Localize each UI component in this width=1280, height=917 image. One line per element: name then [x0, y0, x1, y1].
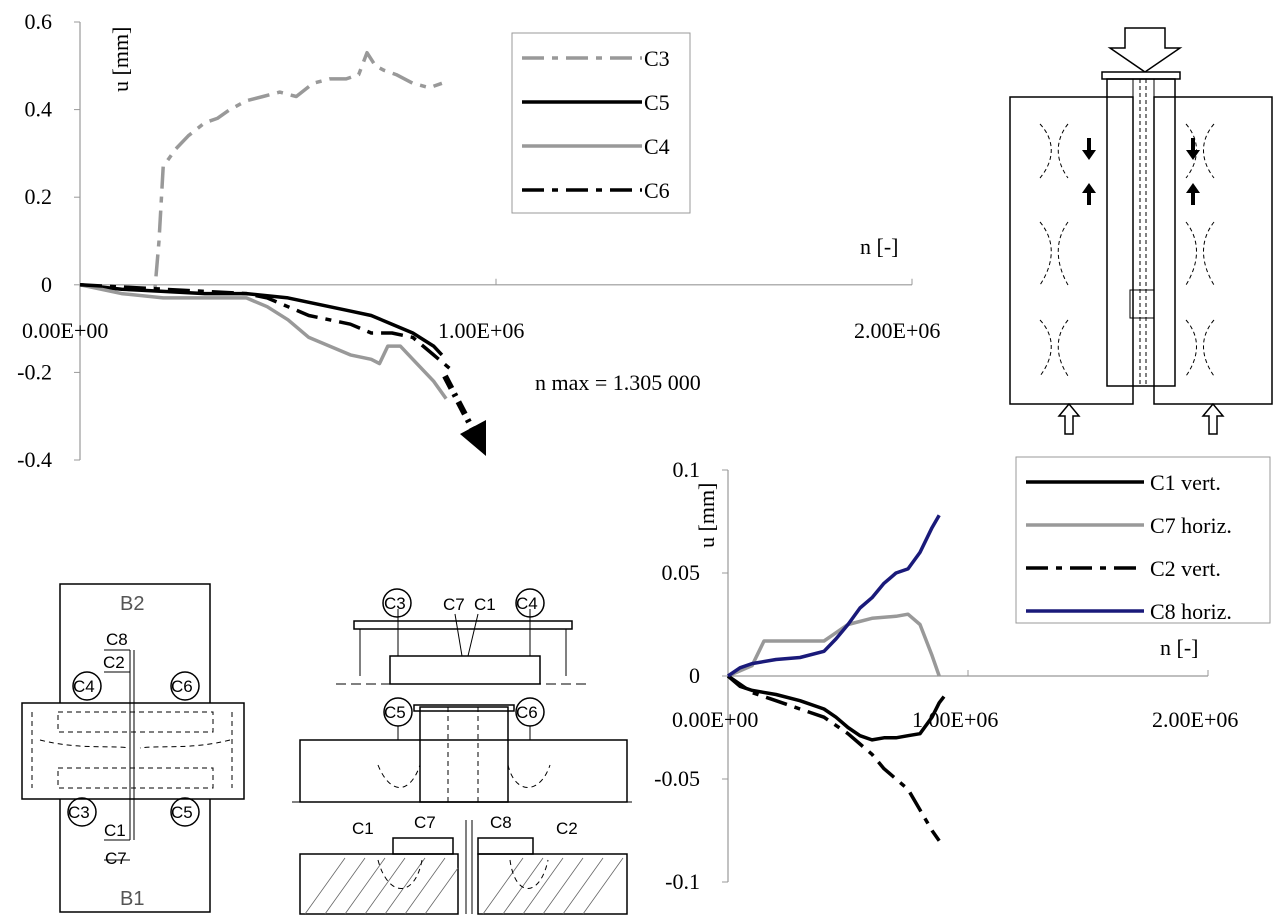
elev-gauge-label: C7	[414, 813, 436, 832]
y-tick-label: 0.6	[25, 9, 53, 34]
series-line-c5	[79, 283, 444, 357]
plan-schematic	[21, 583, 245, 913]
elev-gauge-label: C8	[490, 813, 512, 832]
elev-gauge-label: C1	[474, 595, 496, 614]
x-tick-label: 2.00E+06	[854, 318, 940, 343]
elevation-schematics	[292, 588, 636, 915]
y-tick-label: -0.2	[17, 359, 52, 384]
plan-end-label: C8	[106, 630, 128, 649]
series-line-c7-horiz-	[727, 612, 941, 678]
plan-bottom-label: B1	[120, 888, 144, 910]
legend-label: C6	[644, 178, 670, 203]
legend-label: C8 horiz.	[1150, 599, 1232, 624]
series-line-c8-horiz-	[727, 514, 941, 678]
bottom-chart-series	[726, 514, 946, 842]
elev-gauge-label: C5	[384, 703, 406, 722]
legend-label: C1 vert.	[1150, 470, 1221, 495]
series-line-c4	[79, 283, 448, 400]
plan-end-label: C7	[105, 849, 127, 868]
x-tick-label: 0.00E+00	[22, 318, 108, 343]
legend-label: C4	[644, 134, 670, 159]
top-chart-xlabel: n [-]	[860, 234, 898, 259]
top-chart-annotation: n max = 1.305 000	[535, 370, 701, 395]
x-tick-label: 0.00E+00	[672, 707, 758, 732]
legend-label: C5	[644, 90, 670, 115]
plan-gauge-label: C4	[73, 677, 95, 696]
plan-top-label: B2	[120, 593, 144, 615]
y-tick-label: -0.1	[665, 869, 700, 894]
continuation-arrow	[442, 374, 486, 456]
x-tick-label: 1.00E+06	[438, 318, 524, 343]
plan-gauge-label: C6	[171, 677, 193, 696]
y-tick-label: 0	[689, 663, 700, 688]
top-chart: 0.6 0.4 0.2 0 -0.2 -0.4 0.00E+00 1.00E+06 2.00E+…	[17, 9, 940, 472]
specimen-schematic	[1009, 27, 1273, 435]
top-chart-ylabel: u [mm]	[108, 27, 133, 92]
legend-label: C7 horiz.	[1150, 513, 1232, 538]
plan-gauge-label: C5	[171, 803, 193, 822]
y-tick-label: 0.05	[662, 560, 701, 585]
series-line-c3	[79, 50, 443, 291]
top-chart-ticks: 0.6 0.4 0.2 0 -0.2 -0.4 0.00E+00 1.00E+06 2.00E+…	[17, 9, 940, 472]
top-chart-series	[79, 50, 456, 400]
plan-labels: B2 B1 C4 C6 C3 C5 C8 C2 C1 C7	[68, 593, 193, 910]
elev-gauge-label: C4	[516, 594, 538, 613]
y-tick-label: 0.1	[673, 457, 701, 482]
x-tick-label: 2.00E+06	[1152, 707, 1238, 732]
series-line-c2-vert-	[727, 674, 941, 842]
plan-gauge-label: C3	[68, 803, 90, 822]
series-line-c1-vert-	[726, 674, 946, 742]
series-line-c6	[79, 283, 456, 374]
plan-end-label: C2	[103, 653, 125, 672]
y-tick-label: 0.4	[25, 97, 53, 122]
bottom-chart-ylabel: u [mm]	[694, 483, 719, 548]
top-chart-axes	[79, 22, 912, 460]
y-tick-label: 0.2	[25, 184, 53, 209]
elev-gauge-label: C3	[384, 594, 406, 613]
y-tick-label: -0.05	[654, 766, 700, 791]
elev-gauge-label: C2	[556, 819, 578, 838]
elev-gauge-label: C7	[443, 595, 465, 614]
elevation-labels: C3 C7 C1 C4 C5 C6 C1 C7 C8 C2	[352, 594, 578, 838]
legend-label: C3	[644, 46, 670, 71]
plan-end-label: C1	[104, 821, 126, 840]
elev-gauge-label: C1	[352, 819, 374, 838]
support-arrow-icon	[1057, 402, 1081, 435]
load-arrow-icon	[1107, 27, 1183, 73]
support-arrow-icon	[1201, 402, 1225, 435]
y-tick-label: -0.4	[17, 447, 52, 472]
elev-gauge-label: C6	[516, 703, 538, 722]
y-tick-label: 0	[41, 272, 52, 297]
bottom-chart-legend: C1 vert. C7 horiz. C2 vert. C8 horiz.	[1015, 456, 1271, 624]
bottom-chart-xlabel: n [-]	[1160, 635, 1198, 660]
legend-label: C2 vert.	[1150, 556, 1221, 581]
